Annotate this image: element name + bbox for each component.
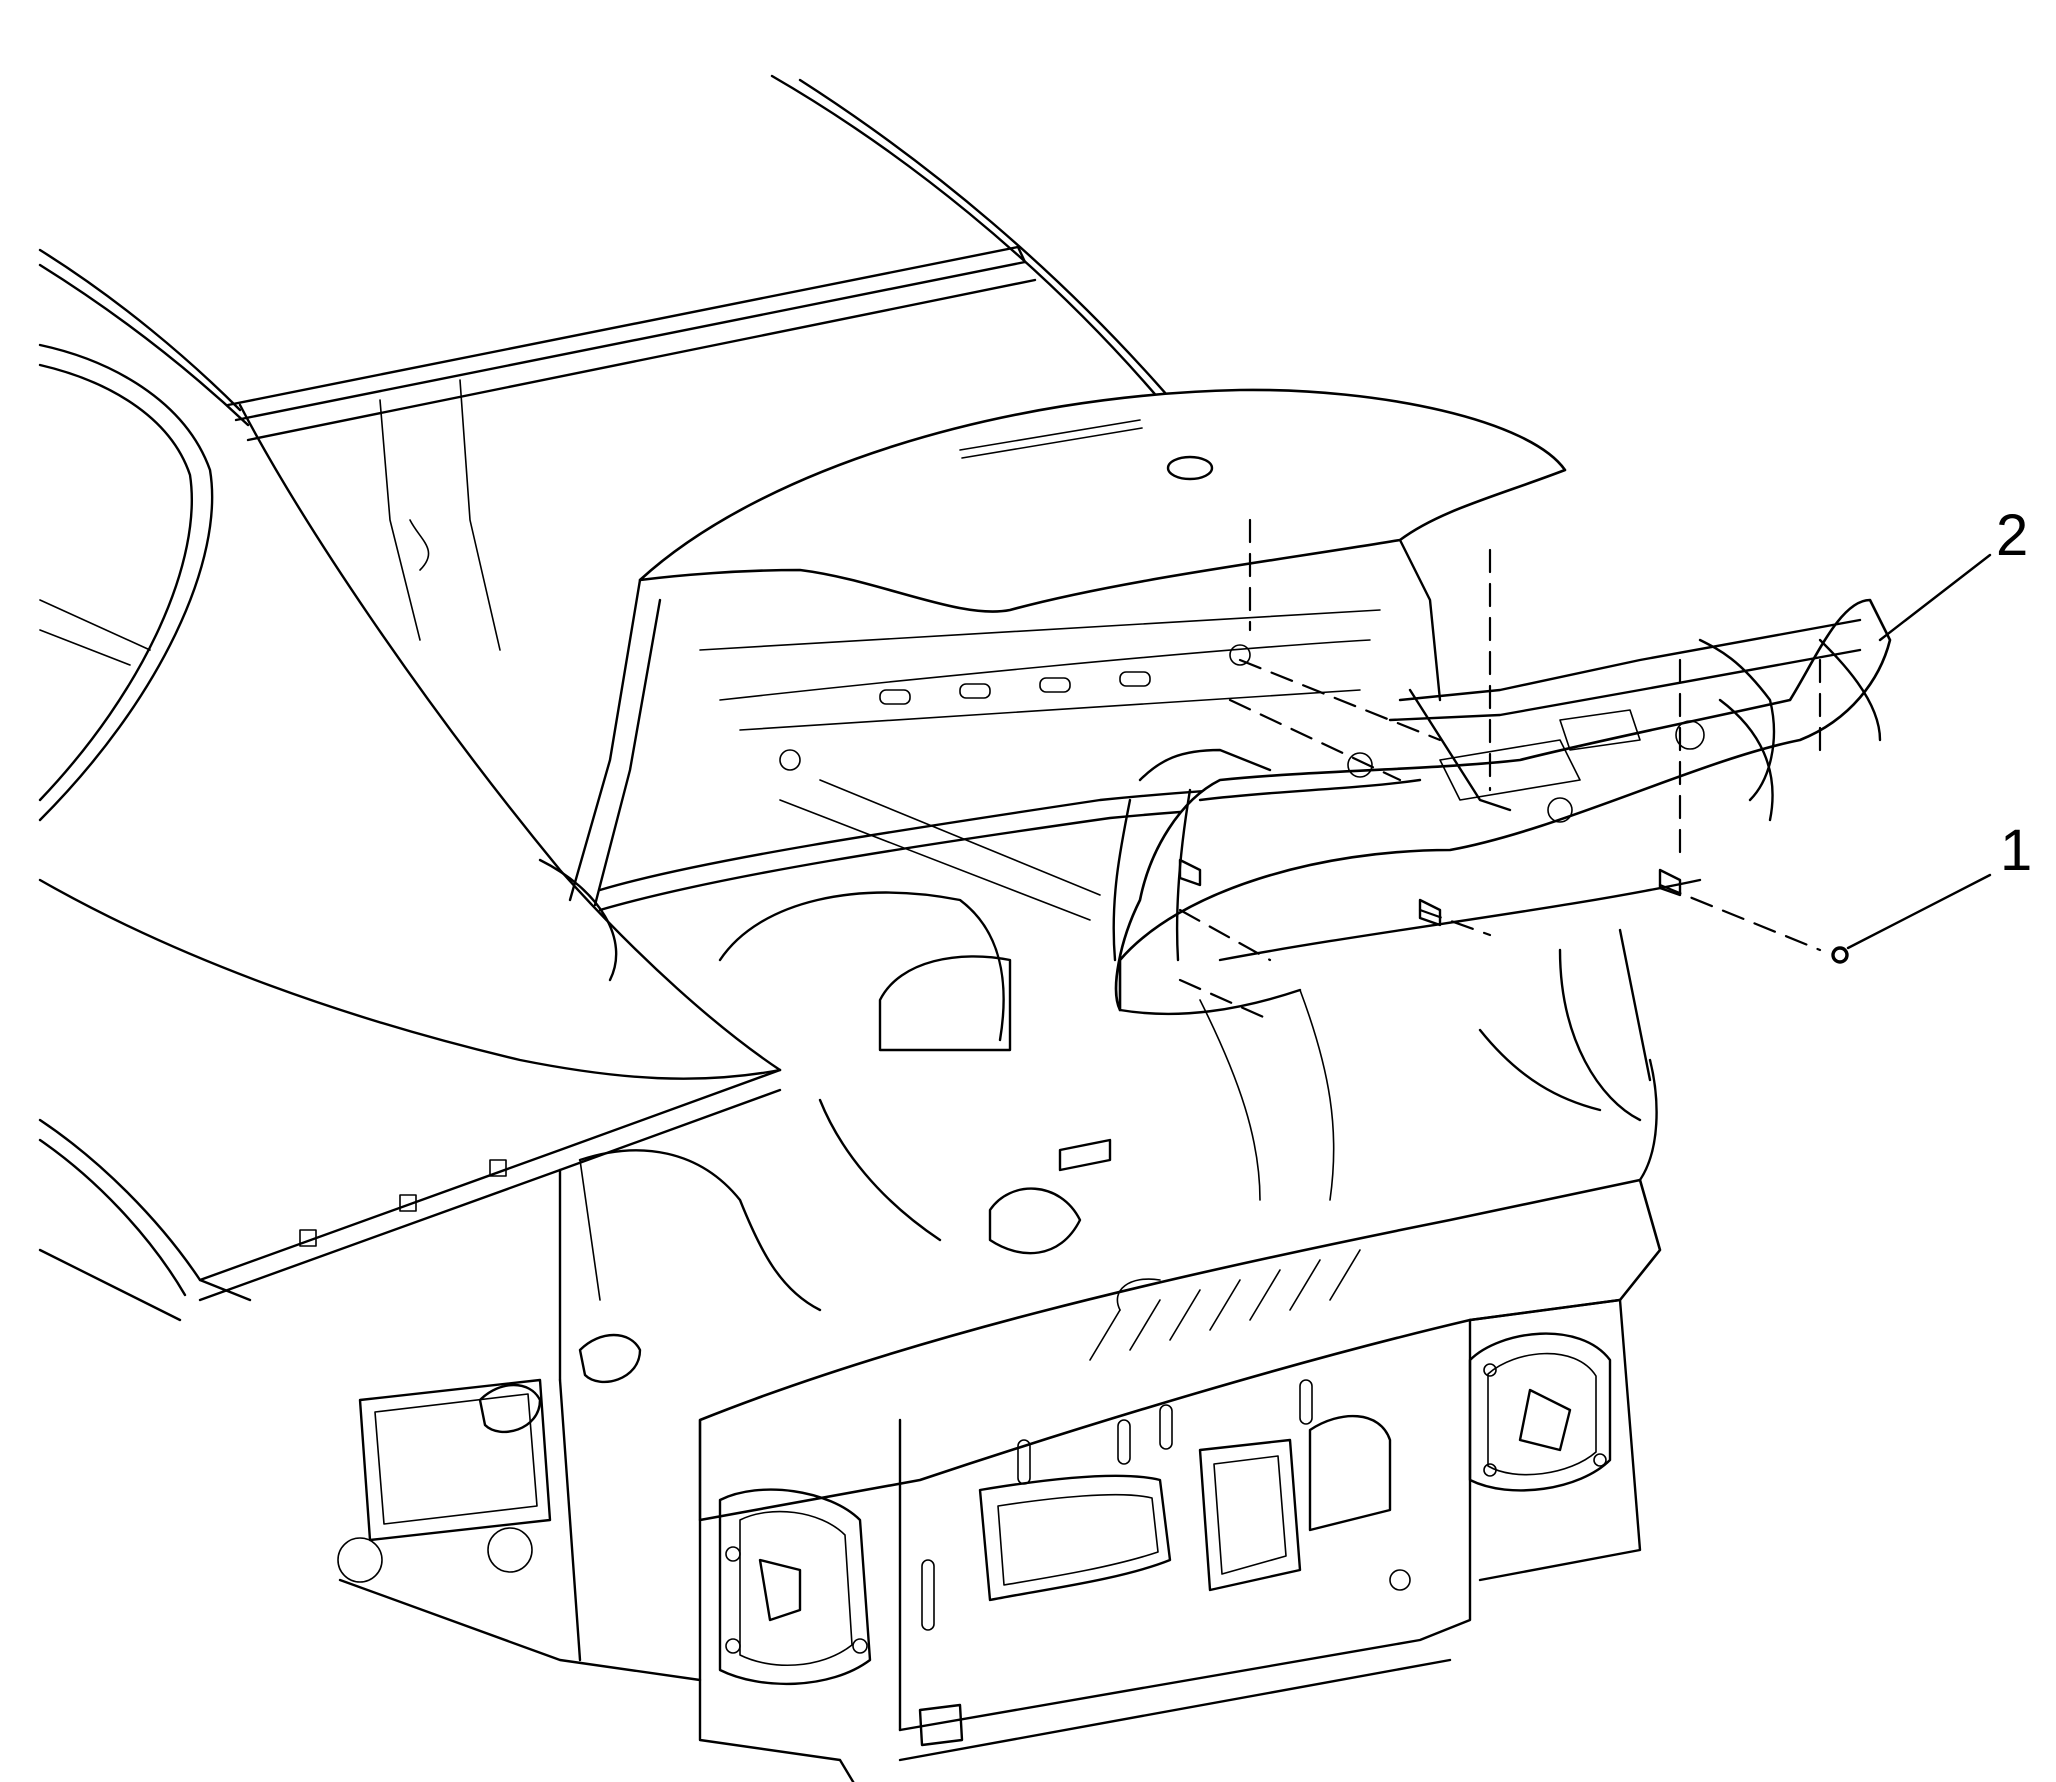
rear-body-panel bbox=[337, 1058, 1662, 1782]
deck-lid bbox=[568, 388, 1567, 907]
rear-window-frame bbox=[38, 74, 1182, 651]
callout-1-label: 1 bbox=[2000, 818, 2032, 883]
callout-2: 2 bbox=[1878, 503, 2028, 642]
fastener-nut bbox=[1831, 946, 1849, 964]
callout-1: 1 bbox=[1846, 818, 2032, 950]
callout-2-label: 2 bbox=[1996, 503, 2028, 568]
left-quarter-panel bbox=[38, 343, 782, 1322]
rear-molding-assembly bbox=[1112, 598, 1892, 1016]
trunk-compartment bbox=[558, 783, 1652, 1382]
alignment-dash-lines bbox=[779, 518, 1822, 1022]
